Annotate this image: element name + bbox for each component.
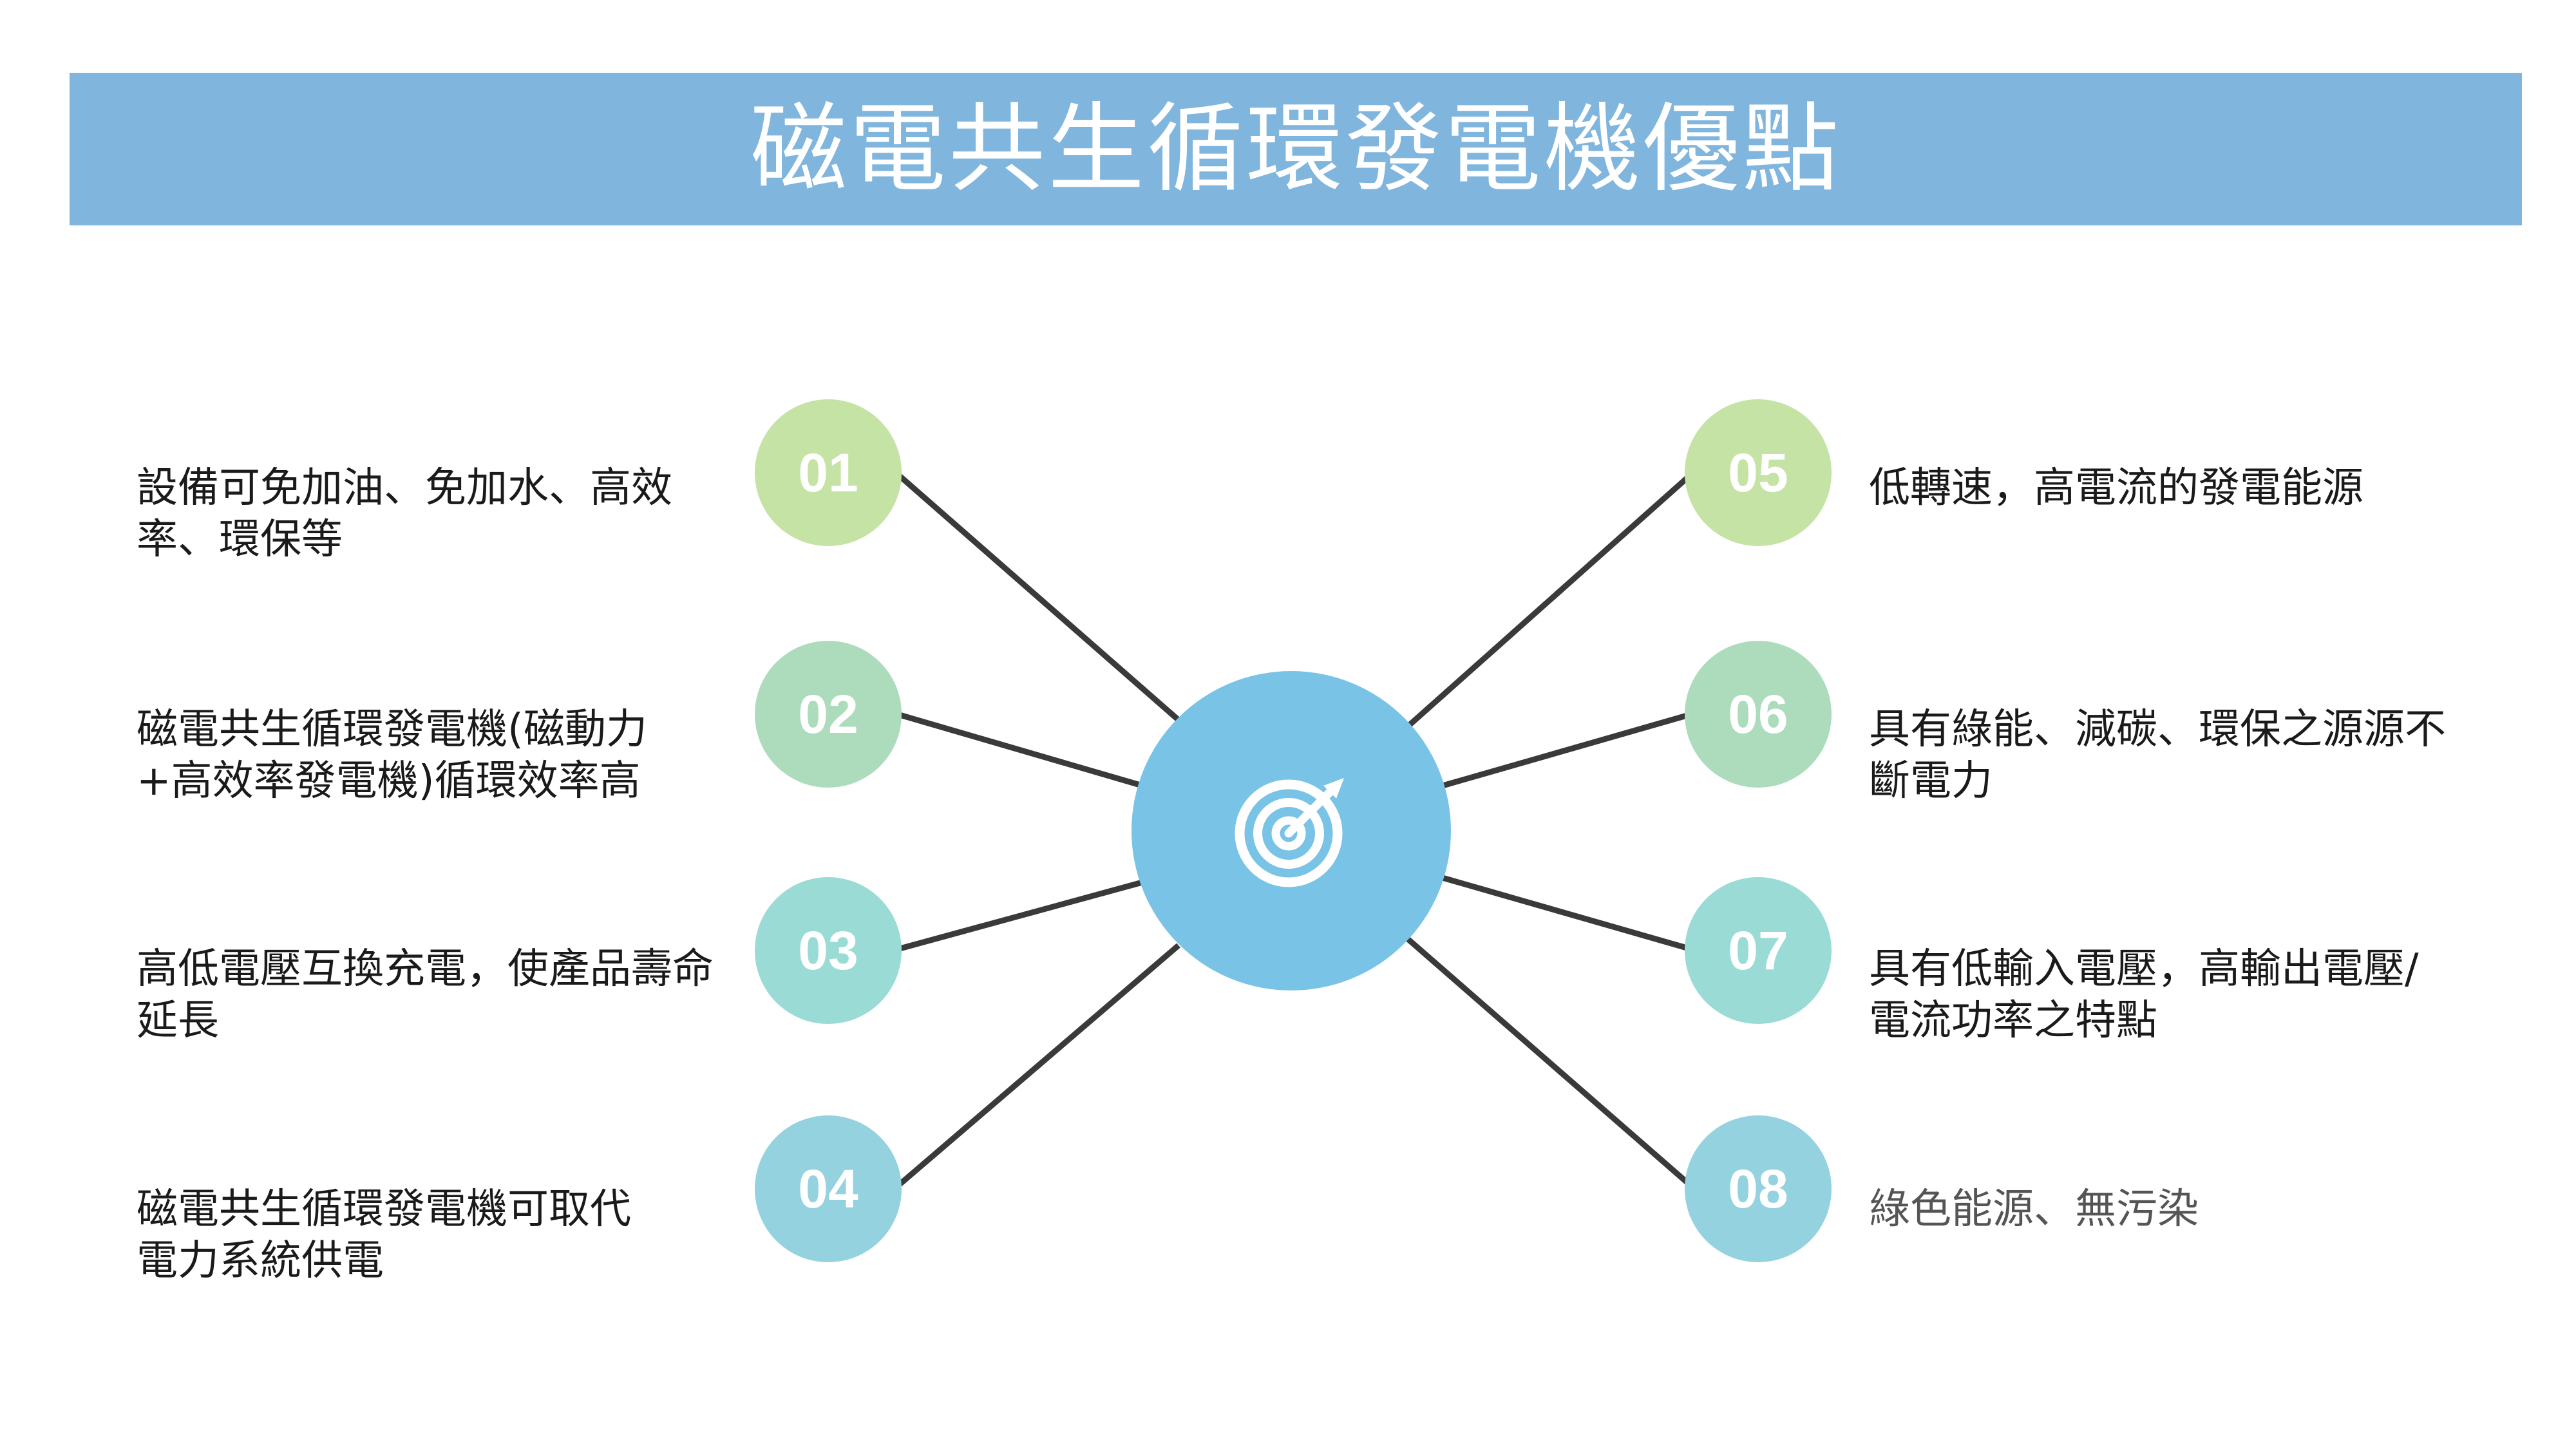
title-bar: 磁電共生循環發電機優點 bbox=[70, 73, 2522, 225]
connector-line-01 bbox=[893, 469, 1180, 723]
item-number-07: 07 bbox=[1685, 877, 1832, 1024]
item-number-03: 03 bbox=[755, 877, 902, 1024]
item-number-05: 05 bbox=[1685, 399, 1832, 546]
connector-line-04 bbox=[893, 943, 1180, 1191]
item-number-01: 01 bbox=[755, 399, 902, 546]
item-text-04: 磁電共生循環發電機可取代電力系統供電 bbox=[137, 1186, 631, 1285]
item-text-03: 高低電壓互換充電，使產品壽命延長 bbox=[137, 945, 714, 1045]
connector-line-06 bbox=[1441, 710, 1695, 789]
item-text-08: 綠色能源、無污染 bbox=[1869, 1186, 2199, 1233]
target-icon bbox=[1235, 778, 1344, 887]
connector-line-08 bbox=[1406, 936, 1696, 1191]
item-text-01: 設備可免加油、免加水、高效率、環保等 bbox=[137, 464, 672, 564]
item-number-08: 08 bbox=[1685, 1115, 1832, 1262]
item-text-06: 具有綠能、減碳、環保之源源不斷電力 bbox=[1869, 706, 2446, 805]
page-title: 磁電共生循環發電機優點 bbox=[750, 93, 1841, 205]
connector-line-03 bbox=[894, 879, 1144, 953]
item-text-02: 磁電共生循環發電機(磁動力+高效率發電機)循環效率高 bbox=[137, 706, 647, 805]
item-number-02: 02 bbox=[755, 641, 902, 788]
item-number-06: 06 bbox=[1685, 641, 1832, 788]
center-hub bbox=[1132, 671, 1451, 990]
item-number-04: 04 bbox=[755, 1115, 902, 1262]
connector-line-05 bbox=[1406, 469, 1696, 729]
item-text-07: 具有低輸入電壓，高輸出電壓/電流功率之特點 bbox=[1869, 945, 2419, 1045]
item-text-05: 低轉速，高電流的發電能源 bbox=[1869, 464, 2363, 512]
connector-line-07 bbox=[1441, 875, 1695, 953]
connector-line-02 bbox=[894, 710, 1144, 789]
